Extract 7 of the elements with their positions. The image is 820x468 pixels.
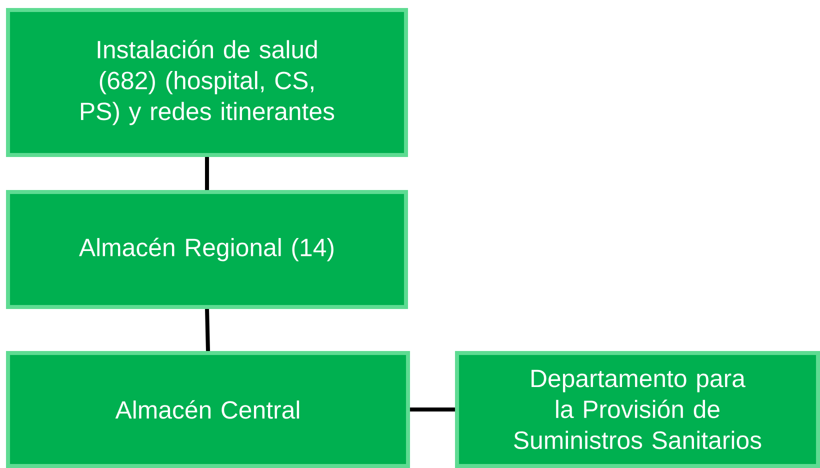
process-box: Almacén Regional (14) [6,190,408,309]
connector-line [410,408,455,412]
process-box: Almacén Central [6,351,410,468]
process-box: Departamento para la Provisión de Suministros Sanitarios [455,351,820,468]
connector-line [205,308,210,352]
process-box: Instalación de salud (682) (hospital, CS, PS) y redes itinerantes [6,8,408,157]
connector-line [205,157,209,190]
